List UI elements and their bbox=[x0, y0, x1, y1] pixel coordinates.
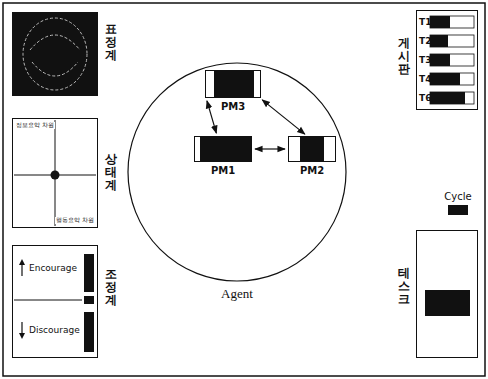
cycle-box: Cycle bbox=[448, 205, 468, 215]
board-bars bbox=[430, 16, 474, 104]
control-divider bbox=[14, 300, 82, 301]
discourage-arrow bbox=[19, 333, 25, 339]
agent-circle: PM3PM1PM2Agent bbox=[127, 62, 347, 282]
control-bar bbox=[84, 312, 94, 352]
outer-frame bbox=[3, 3, 485, 376]
agent-circle-outline bbox=[128, 63, 346, 281]
board-bar bbox=[430, 92, 474, 104]
panel-label: 조정계 bbox=[105, 268, 117, 308]
face-outline bbox=[23, 18, 87, 90]
node-label: PM2 bbox=[300, 165, 324, 177]
board-bar-fill bbox=[430, 16, 450, 28]
face-brow bbox=[30, 35, 80, 50]
cycle-fill bbox=[448, 205, 468, 215]
face-panel: 표정계 bbox=[12, 12, 98, 96]
connector-arrow bbox=[255, 148, 285, 149]
process-module: PM3 bbox=[205, 70, 261, 98]
face-mouth bbox=[32, 62, 78, 76]
node-label: Cycle bbox=[444, 191, 471, 203]
panel-label: 표정계 bbox=[105, 23, 117, 63]
node-label: T3 bbox=[419, 55, 431, 65]
board-bar-fill bbox=[430, 92, 465, 104]
node-label: T6 bbox=[419, 93, 431, 103]
task-panel: 테스크 bbox=[416, 230, 478, 358]
board-bar bbox=[430, 54, 474, 66]
node-label: 정보요약 차원 bbox=[15, 122, 55, 129]
board-bar bbox=[430, 35, 474, 47]
task-bar bbox=[425, 290, 470, 316]
node-label: PM3 bbox=[221, 101, 245, 113]
panel-label: 상태계 bbox=[105, 153, 117, 193]
board-panel: 게시판T1T2T3T4T6 bbox=[416, 10, 478, 110]
node-label: Agent bbox=[221, 287, 253, 302]
connector-arrow bbox=[262, 100, 305, 134]
panel-label: 테스크 bbox=[398, 267, 410, 307]
panel-label: 게시판 bbox=[398, 37, 410, 77]
board-bar-fill bbox=[430, 73, 460, 85]
node-label: T4 bbox=[419, 74, 431, 84]
board-bar-fill bbox=[430, 35, 448, 47]
node-label: Discourage bbox=[29, 325, 80, 335]
control-panel: 조정계EncourageDiscourage bbox=[12, 245, 98, 358]
face-panel-fill bbox=[12, 12, 98, 96]
node-label: 행동요약 차원 bbox=[55, 217, 95, 224]
process-module: PM1 bbox=[194, 136, 252, 162]
node-label: PM1 bbox=[211, 165, 235, 177]
encourage-arrow bbox=[19, 259, 25, 265]
pm-fill bbox=[200, 136, 252, 162]
control-bar bbox=[84, 254, 94, 292]
connector-arrow bbox=[207, 101, 216, 133]
node-label: T2 bbox=[419, 36, 431, 46]
control-bar bbox=[84, 296, 94, 304]
node-label: T1 bbox=[419, 17, 431, 27]
board-bar-fill bbox=[430, 54, 450, 66]
pm-fill bbox=[214, 70, 254, 98]
pm-fill bbox=[300, 136, 324, 162]
process-module: PM2 bbox=[288, 136, 336, 162]
node-label: Encourage bbox=[29, 263, 77, 273]
state-dot bbox=[51, 171, 60, 180]
board-bar bbox=[430, 16, 474, 28]
board-bar bbox=[430, 73, 474, 85]
state-panel: 상태계정보요약 차원행동요약 차원 bbox=[12, 118, 98, 228]
